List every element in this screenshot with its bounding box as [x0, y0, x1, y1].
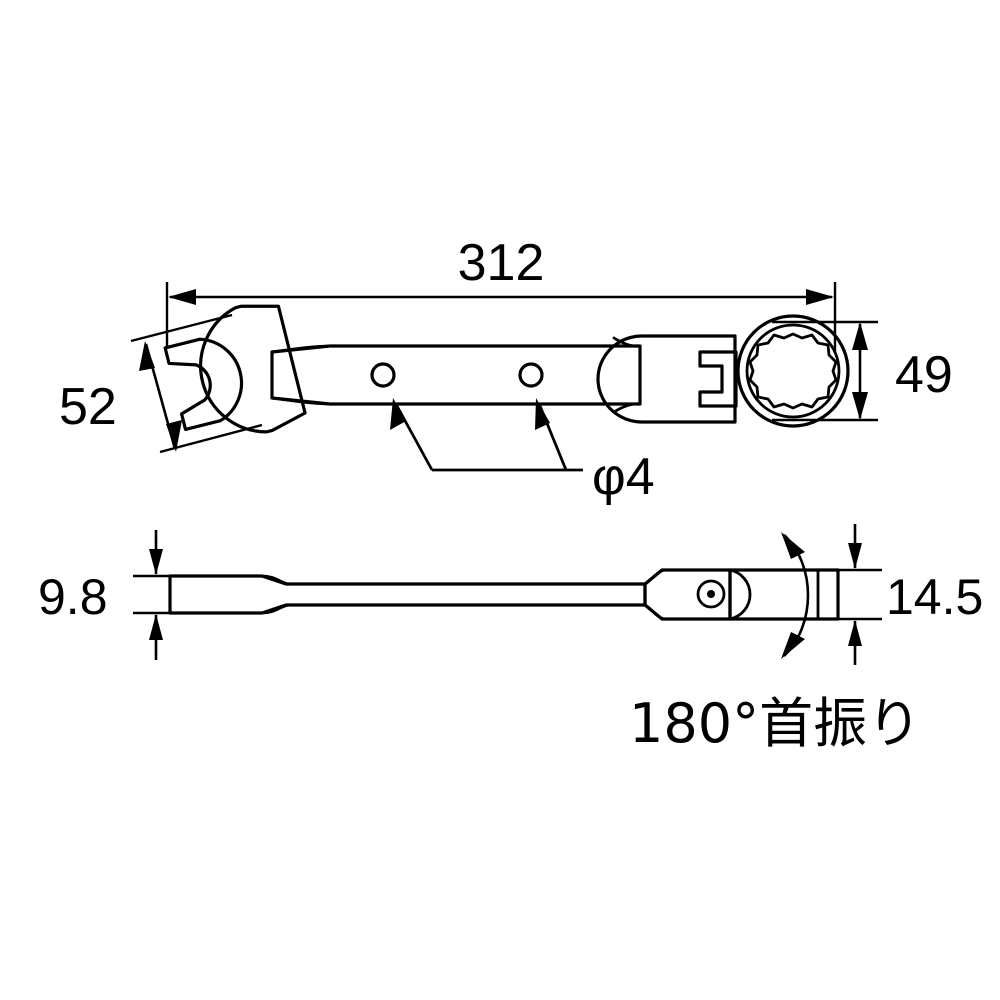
arrow-top-52: [139, 341, 155, 371]
twelve-point-profile: [748, 332, 838, 410]
swivel-joint-face: [728, 568, 752, 621]
ext-line-bottom-52: [159, 423, 263, 454]
flex-joint-pivot-dot: [707, 590, 715, 598]
dim-value-14-5: 14.5: [886, 569, 983, 625]
dimension-9-8: 9.8: [38, 530, 215, 660]
flex-joint-block: [596, 334, 738, 424]
callout-phi4: φ4: [390, 398, 655, 506]
shank-hole-right: [518, 362, 544, 388]
arrow-bottom-9-8: [149, 614, 163, 640]
ring-inner-circle: [745, 323, 841, 419]
arrow-top-9-8: [149, 549, 163, 575]
dim-value-52: 52: [59, 378, 117, 436]
dimension-52: 52: [59, 313, 263, 454]
arrow-left-312: [168, 289, 196, 305]
top-view-group: [163, 304, 850, 434]
callout-label-phi4: φ4: [592, 448, 655, 506]
arrow-bottom-49: [852, 392, 868, 420]
swivel-arc-indicator: [781, 532, 810, 659]
swivel-arrow-top: [781, 532, 805, 559]
ring-outer-circle: [736, 314, 850, 428]
arrow-bottom-14-5: [848, 620, 862, 646]
leader-arrow-hole-right: [535, 398, 550, 430]
dimension-14-5: 14.5: [808, 524, 983, 665]
swivel-note-text: 180°首振り: [629, 692, 921, 755]
arrow-top-14-5: [848, 543, 862, 569]
dim-value-49: 49: [895, 346, 953, 404]
box-end-ring: [736, 314, 850, 428]
arrow-right-312: [806, 289, 834, 305]
ext-line-top-52: [130, 313, 233, 343]
flex-joint-pivot-ring: [696, 579, 726, 609]
open-end-jaw: [163, 304, 307, 434]
swivel-arrow-bottom: [781, 632, 805, 659]
dim-value-9-8: 9.8: [38, 569, 108, 625]
dim-value-312: 312: [458, 234, 545, 292]
arrow-bottom-52: [166, 420, 182, 452]
dimension-312: 312: [165, 234, 837, 352]
arrow-top-49: [852, 322, 868, 350]
dimension-49: 49: [772, 320, 953, 422]
leader-arrow-hole-left: [390, 398, 406, 430]
shank-hole-left: [370, 362, 396, 388]
